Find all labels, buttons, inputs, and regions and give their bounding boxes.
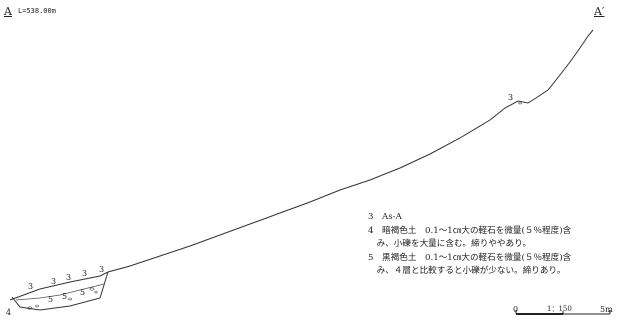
legend-line: 3 As-A: [368, 212, 402, 222]
legend-line: み、４層と比較すると小礫が少ない。締りあり。: [368, 266, 566, 276]
section-start-label: A: [4, 5, 12, 18]
layer-marker-5: 5: [48, 295, 54, 304]
section-end-label: A′: [594, 5, 605, 18]
ground-surface-line: [9, 29, 594, 301]
elevation-label: L=538.00m: [18, 7, 56, 15]
scale-ratio-label: 1：150: [547, 305, 572, 313]
layer-marker-3: 3: [28, 282, 34, 291]
scale-zero-label: 0: [513, 305, 519, 314]
layer-marker-3: 3: [82, 269, 88, 278]
layer-marker-3: 3: [66, 273, 72, 282]
layer-boundary-line: [15, 283, 105, 301]
scale-max-label: 5m: [600, 305, 613, 314]
legend-line: 5 黒褐色土 0.1～1㎝大の軽石を微量(５％程度)含: [368, 252, 572, 263]
layer-marker-5: 5: [80, 288, 86, 297]
stratum-legend: 3 As-A 4 暗褐色土 0.1～1㎝大の軽石を微量(５％程度)含 み、小礫を…: [368, 211, 571, 279]
layer-marker-5: 5: [62, 292, 68, 301]
legend-line: み、小礫を大量に含む。締りややあり。: [368, 239, 532, 249]
layer-marker-3: 3: [99, 265, 105, 274]
scale-bar: [515, 310, 611, 315]
layer-marker-3: 3: [51, 277, 57, 286]
legend-line: 4 暗褐色土 0.1～1㎝大の軽石を微量(５％程度)含: [368, 225, 572, 236]
pit-outline: [11, 271, 109, 311]
layer-marker-3: 3: [508, 93, 514, 102]
layer-marker-4: 4: [6, 308, 12, 317]
pebble-inclusions: [27, 101, 522, 310]
